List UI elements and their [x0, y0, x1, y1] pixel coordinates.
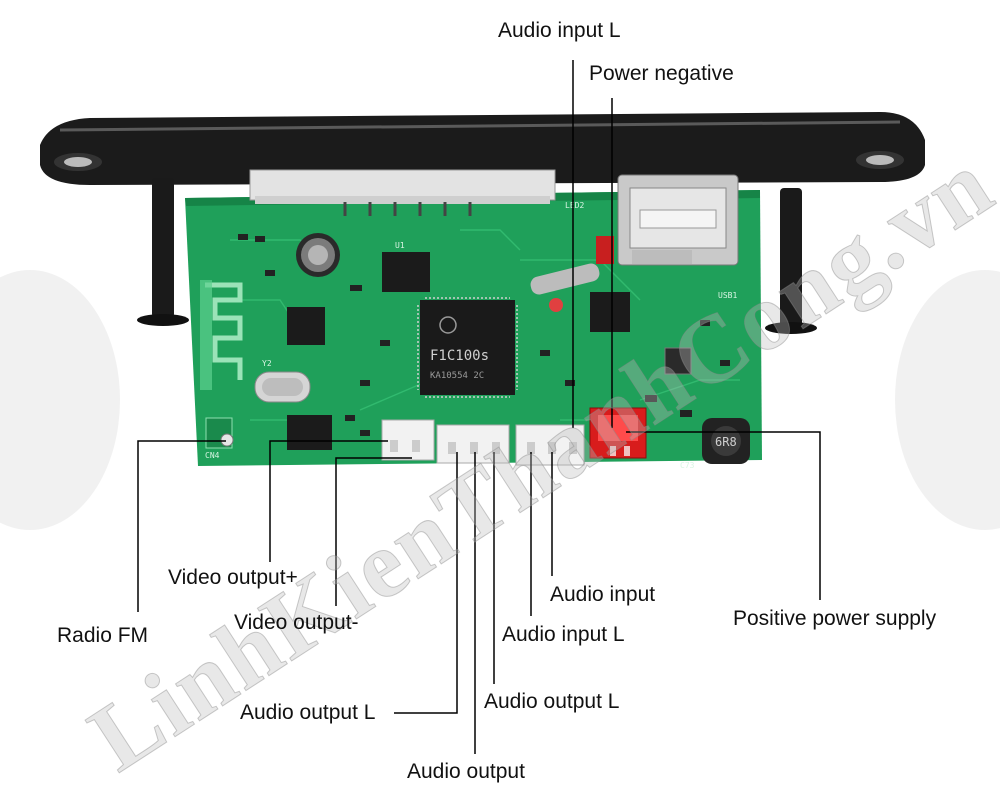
crystal-label: Y2 [262, 359, 272, 368]
label-audio-output-l-right: Audio output L [484, 690, 620, 713]
fm-antenna-pad: CN4 [205, 417, 234, 460]
ir-receiver [530, 236, 614, 312]
usb-port [617, 174, 739, 266]
faceplate [40, 112, 925, 185]
leader-video-output-minus [335, 457, 412, 606]
bg-blur-right [895, 270, 1000, 530]
leader-video-output-plus [269, 440, 388, 562]
label-audio-input-l-mid: Audio input L [502, 623, 625, 646]
usb-label: USB1 [718, 291, 737, 300]
small-ics: U1 LED2 USB1 [287, 201, 737, 450]
label-audio-input-l-top: Audio input L [498, 19, 621, 42]
standoff-posts [137, 178, 817, 334]
main-chip: F1C100s KA10554 2C [417, 297, 518, 398]
led-label: LED2 [565, 201, 584, 210]
label-video-output-minus: Video output- [234, 611, 359, 634]
smd-components [238, 234, 730, 436]
label-video-output-plus: Video output+ [168, 566, 298, 589]
crystal: Y2 [254, 359, 311, 403]
label-audio-output-l-left: Audio output L [240, 701, 376, 724]
chip-marking-text: F1C100s [430, 348, 489, 364]
leader-positive-power-supply [626, 431, 821, 600]
cap-label: C73 [680, 461, 695, 470]
connector-label: CN4 [205, 451, 220, 460]
label-radio-fm: Radio FM [57, 624, 149, 647]
connectors [381, 407, 647, 466]
electrolytic-capacitor [296, 233, 340, 277]
ic-label: U1 [395, 241, 405, 250]
inductor: 6R8 C73 [680, 418, 750, 470]
sd-card-slot [249, 169, 556, 216]
inductor-marking: 6R8 [715, 435, 737, 449]
leader-lines [137, 60, 821, 754]
bg-blur-left [0, 270, 120, 530]
chip-sub-text: KA10554 2C [430, 371, 484, 381]
leader-radio-fm [137, 440, 226, 612]
leader-audio-output-l-left [394, 452, 458, 714]
label-audio-input: Audio input [550, 583, 656, 606]
label-power-negative: Power negative [589, 62, 734, 85]
label-positive-power-supply: Positive power supply [733, 607, 937, 630]
label-audio-output: Audio output [407, 760, 525, 783]
